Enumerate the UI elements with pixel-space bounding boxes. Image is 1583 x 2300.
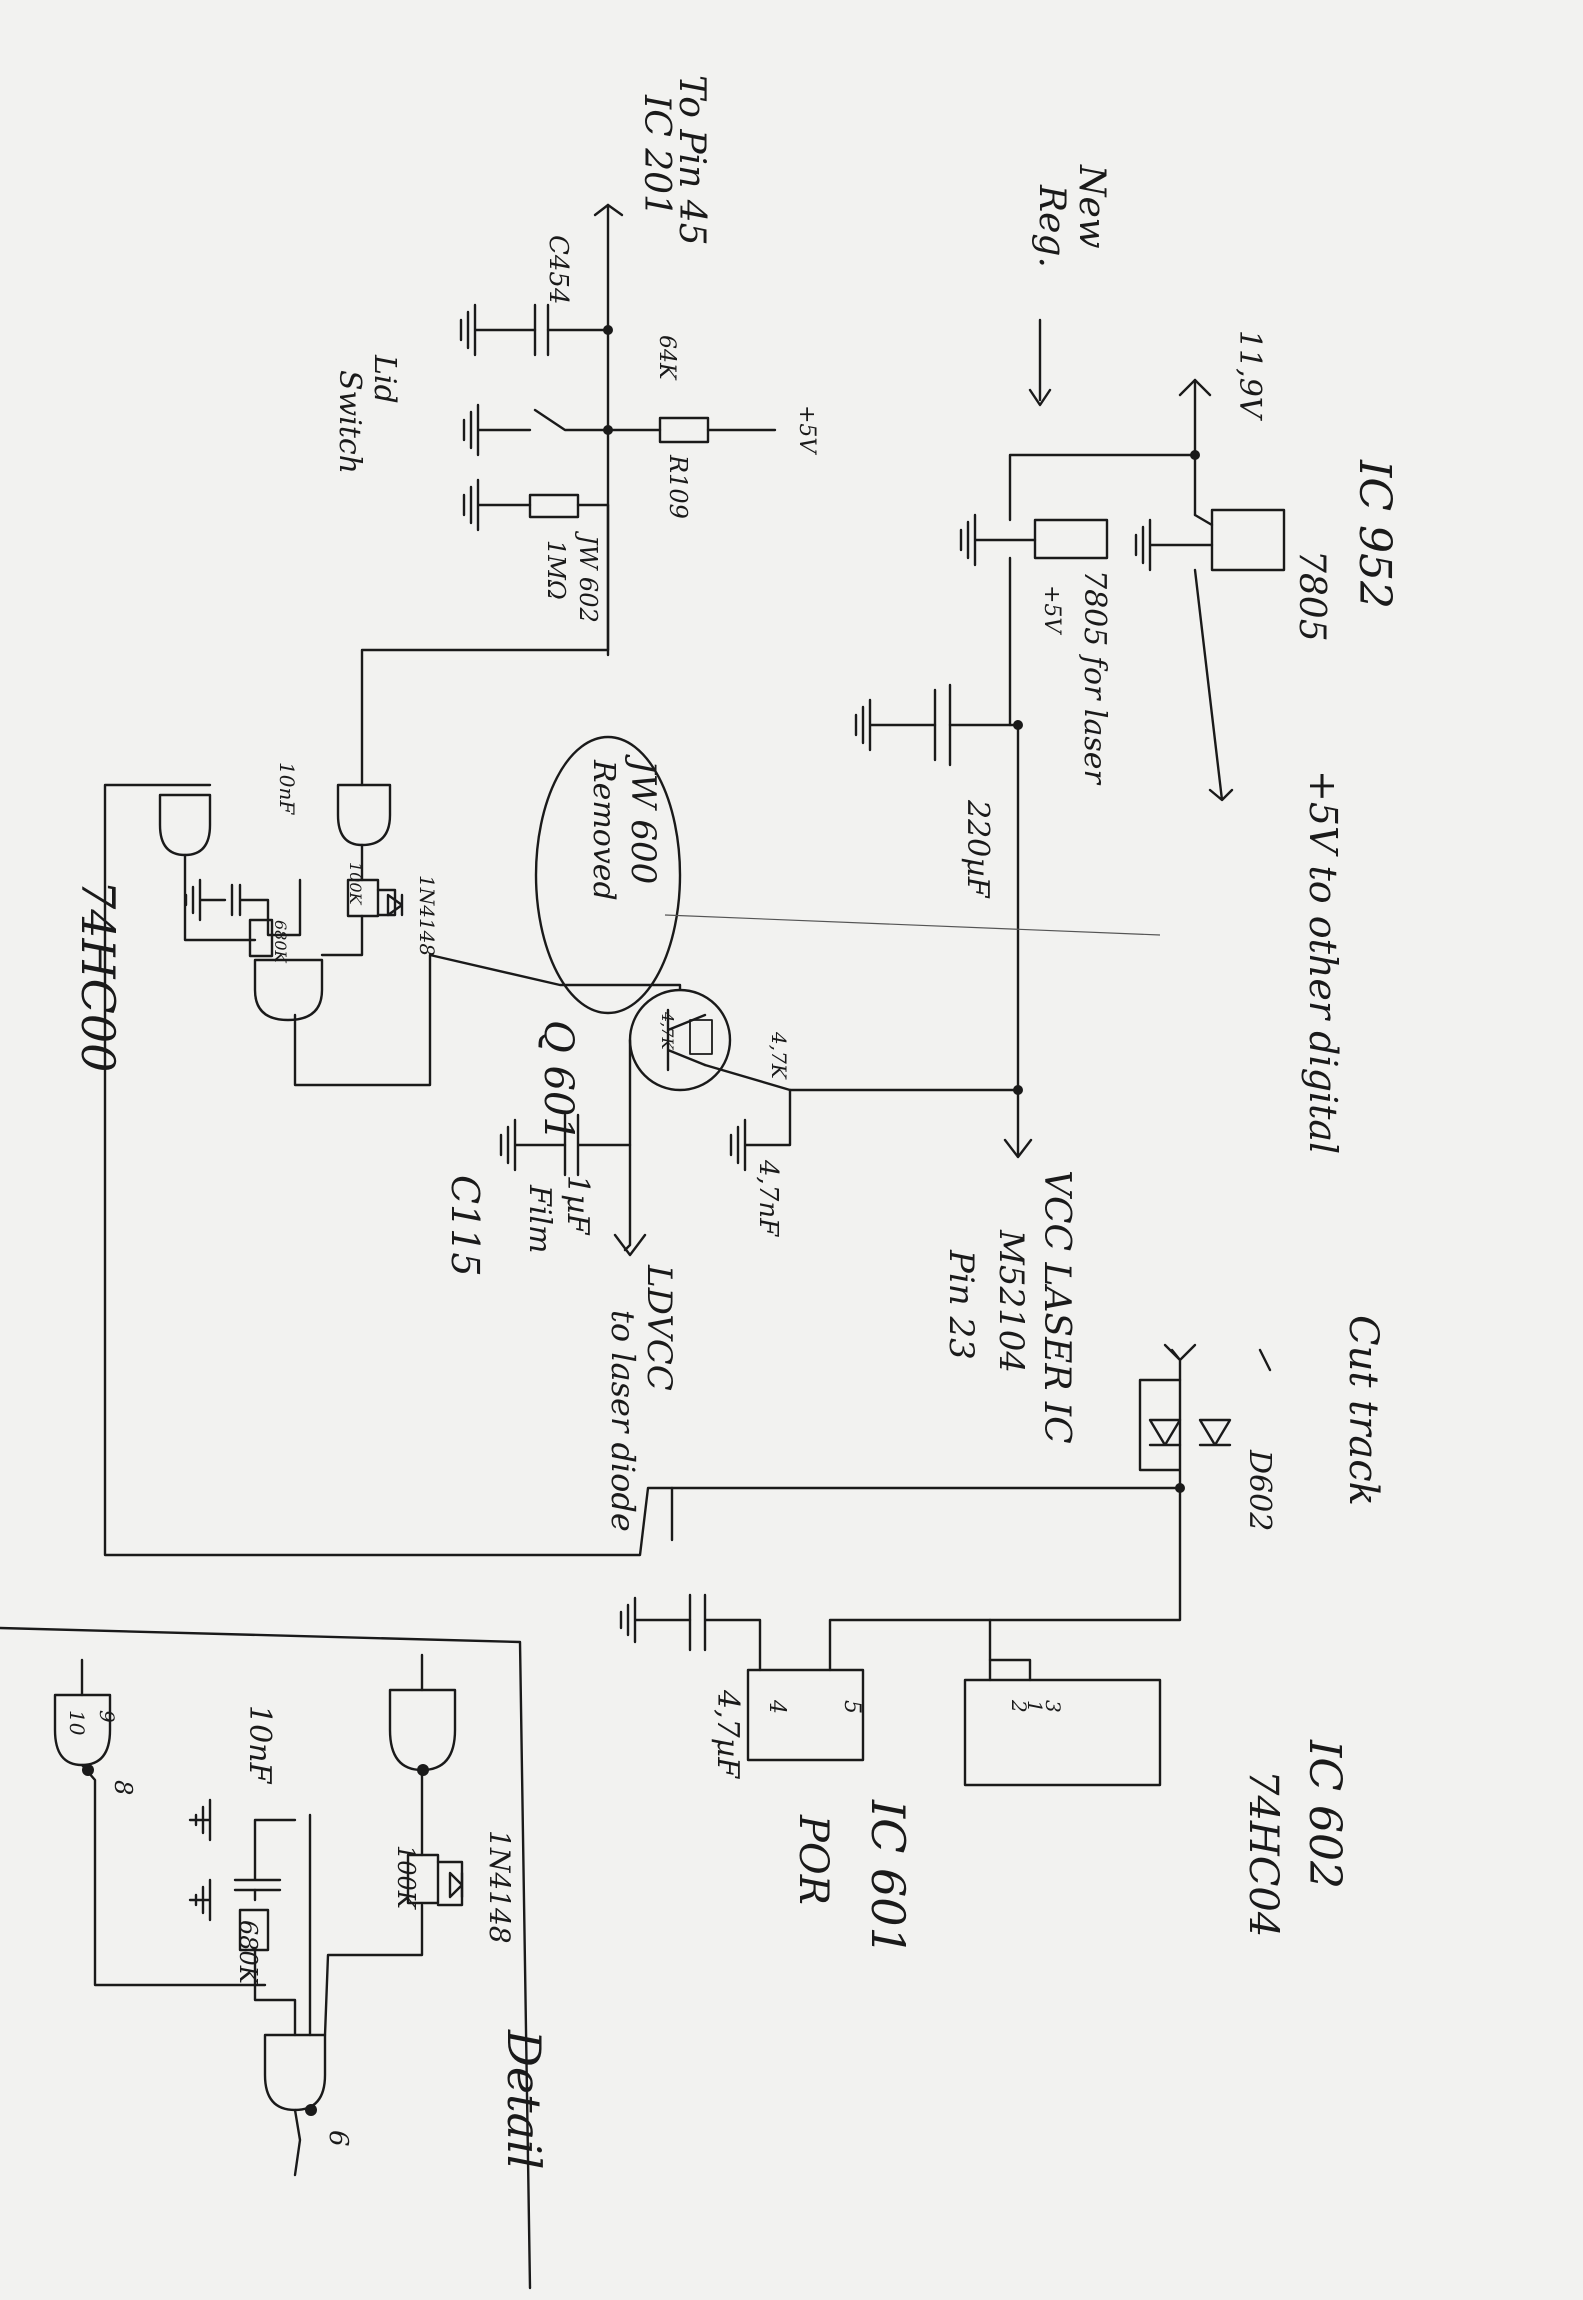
r109-label: R109 — [664, 454, 692, 519]
reg-label: Reg. — [1031, 184, 1072, 268]
plus5v-label-top: +5V — [794, 405, 819, 455]
ic201-label: IC 201 — [636, 94, 677, 217]
detail-box — [0, 1626, 532, 2290]
cut-label: Cut track — [1340, 1315, 1386, 1506]
jw600-note — [534, 735, 1161, 1015]
detail-10nf-label: 10nF — [242, 1705, 277, 1784]
detail-680k-label: 680K — [234, 1920, 262, 1986]
hc00-label: 74HC00 — [71, 880, 125, 1072]
detail-1n4148-label: 1N4148 — [483, 1830, 516, 1944]
pin-number: 6 — [323, 2130, 353, 2147]
pin-number: 10 — [65, 1710, 89, 1736]
detail-100k-label: 100K — [392, 1845, 420, 1911]
to-pin-label: To Pin 45 — [671, 75, 712, 246]
ic602-label: IC 602 — [1299, 1739, 1350, 1889]
jw600-label: JW 600 — [623, 754, 663, 884]
v7805-label: 7805 — [1291, 550, 1332, 642]
new-label: New — [1071, 164, 1112, 249]
r47k-q-label: 4,7K — [658, 1011, 677, 1050]
hc04-label: 74HC04 — [1240, 1770, 1286, 1937]
labels: To Pin 45 IC 201 C454 64K R109 +5V JW 60… — [65, 75, 1400, 2169]
jw602-label: JW 602 — [574, 530, 602, 623]
m52104-label: M52104 — [991, 1229, 1031, 1373]
to-laser-label: to laser diode — [604, 1310, 642, 1532]
ldvcc-label: LDVCC — [639, 1264, 679, 1391]
lid-label: Lid — [367, 354, 402, 404]
v11-label: 11,9V — [1232, 330, 1267, 422]
ic601-602-section — [619, 1343, 1272, 1787]
c10nf-label: 10nF — [275, 762, 299, 815]
reg-plus5v-label: +5V — [1039, 585, 1064, 635]
r100k-label: 100K — [346, 862, 365, 906]
por-label: POR — [790, 1814, 836, 1905]
r47k-b-label: 4,7K — [767, 1031, 791, 1080]
pin-number: 5 — [839, 1700, 864, 1714]
r64k-label: 64K — [654, 335, 679, 381]
vcc-label: VCC LASER IC — [1036, 1170, 1077, 1444]
ic952-label: IC 952 — [1349, 459, 1400, 609]
c115-label: C115 — [443, 1175, 487, 1277]
reg7805-laser-label: 7805 for laser — [1077, 570, 1112, 786]
plus5v-digital-label: +5V to other digital — [1301, 770, 1345, 1154]
pin-number: 9 — [95, 1710, 119, 1723]
switch-label: Switch — [332, 370, 367, 474]
c1uf-label: 1µF — [560, 1175, 595, 1236]
pin-number: 8 — [109, 1780, 137, 1795]
q601-label: Q 601 — [535, 1020, 581, 1142]
c47uf-label: 4,7µF — [710, 1689, 745, 1779]
removed-label: Removed — [586, 759, 621, 901]
r680k-label: 680K — [271, 920, 290, 964]
pin-number: 2 — [1007, 1699, 1031, 1713]
c454-label: C454 — [543, 235, 573, 305]
lid-switch-section — [360, 203, 777, 787]
regulator-section — [854, 318, 1286, 1159]
detail-label: Detail — [497, 2029, 551, 2169]
pin-number: 4 — [764, 1699, 789, 1714]
r1m-label: 1MΩ — [542, 540, 570, 600]
pin23-label: Pin 23 — [941, 1249, 981, 1360]
pin-number: 3 — [1041, 1700, 1065, 1713]
d602-label: D602 — [1242, 1449, 1277, 1531]
q601-section — [293, 953, 1023, 1257]
d1n4148-label: 1N4148 — [415, 875, 439, 956]
film-label: Film — [522, 1184, 557, 1253]
c220-label: 220µF — [960, 799, 995, 899]
ic601-label: IC 601 — [861, 1799, 915, 1956]
pin-number: 1 — [1023, 1700, 1047, 1713]
c47nf-label: 4,7nF — [753, 1159, 783, 1237]
